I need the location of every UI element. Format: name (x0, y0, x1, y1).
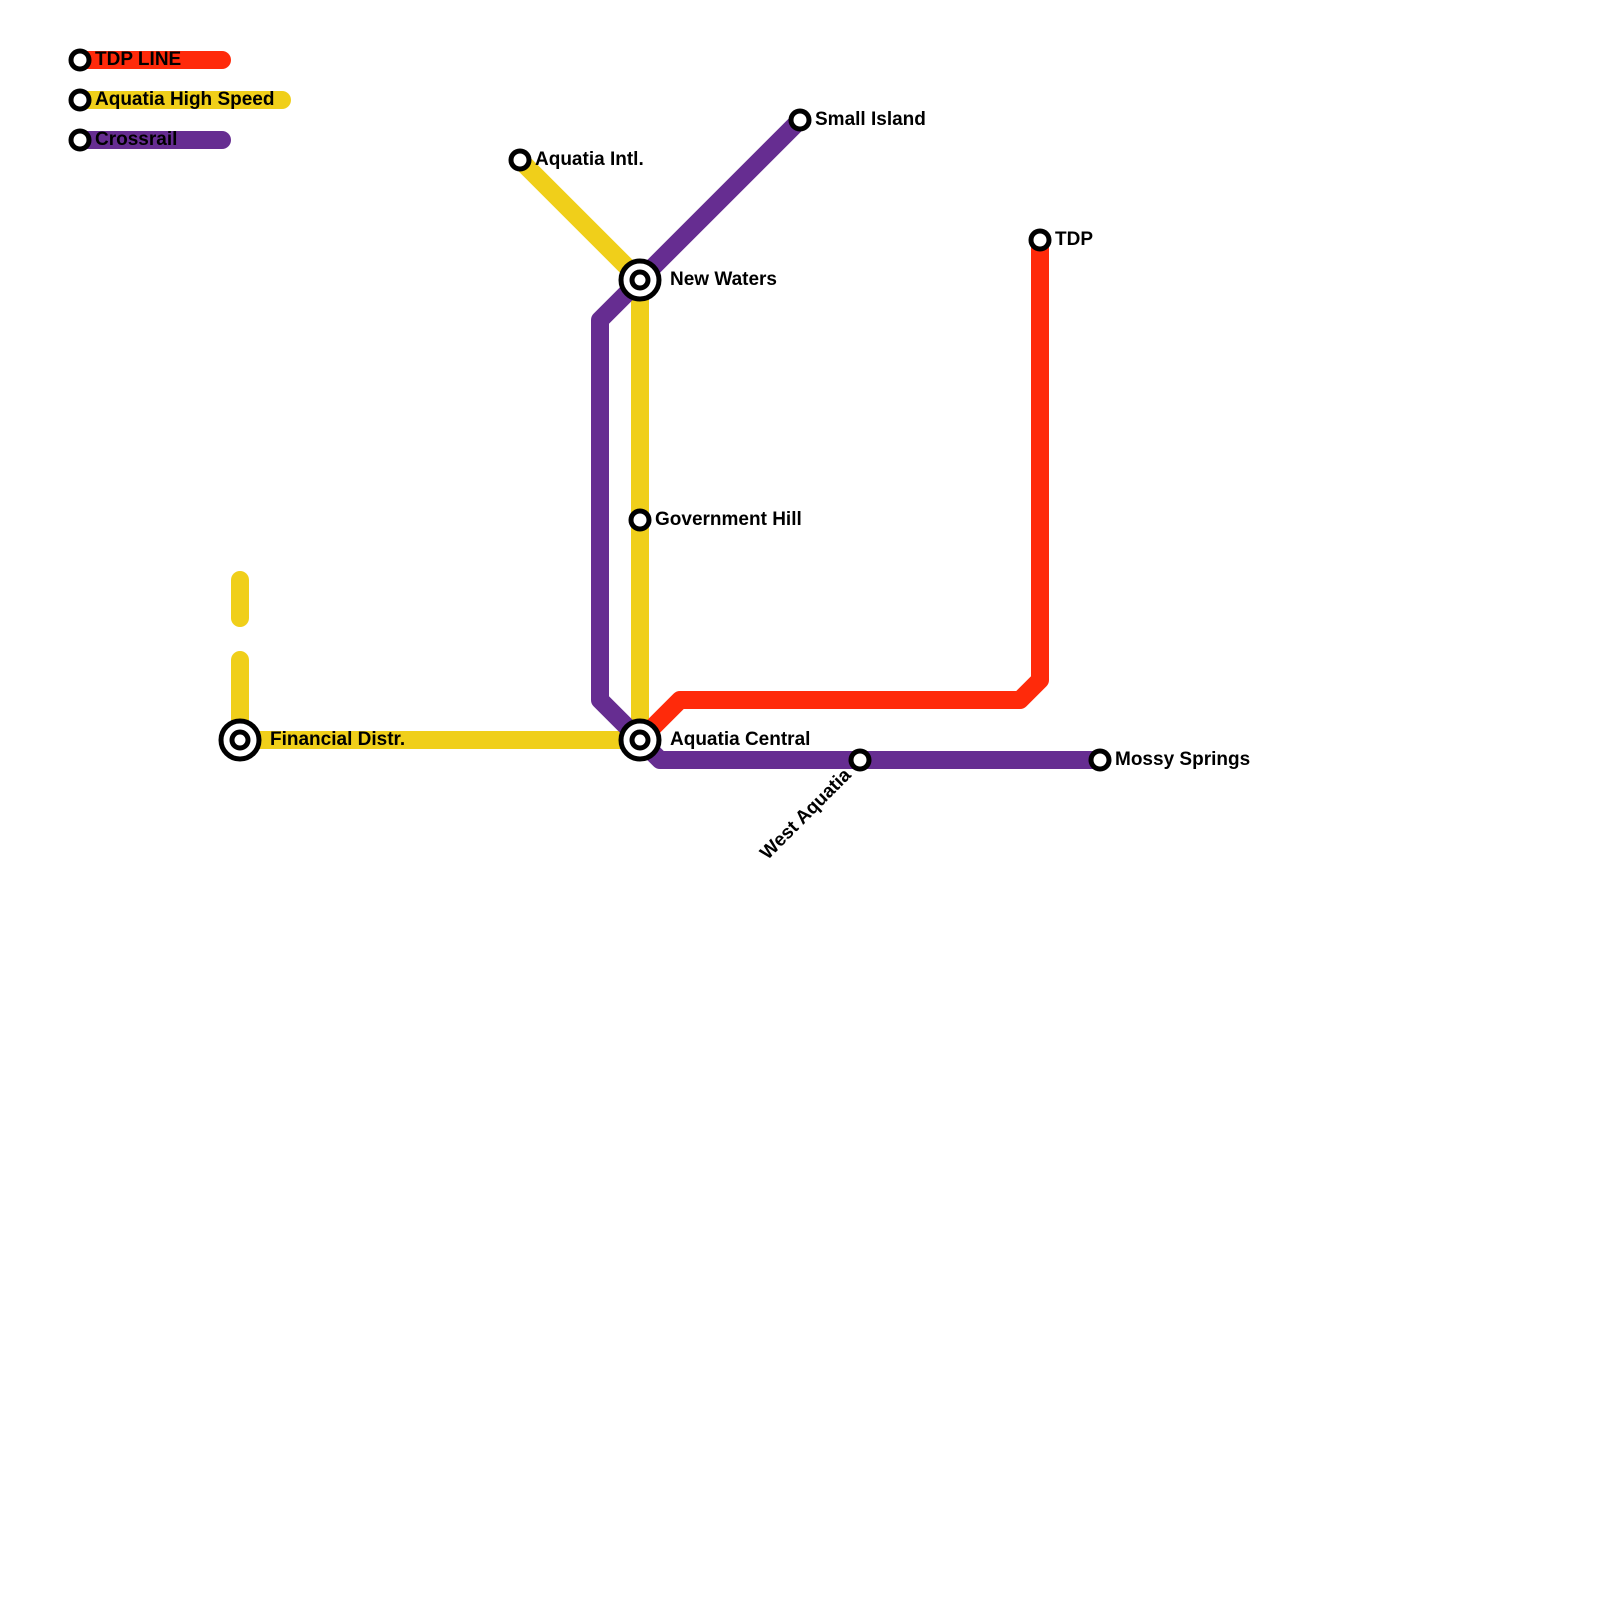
route-segment-financial-to-central (231, 651, 649, 749)
interchange-core-icon (229, 729, 251, 751)
station-financial-distr[interactable]: Financial Distr. (218, 718, 405, 762)
station-small-island[interactable]: Small Island (788, 108, 926, 132)
line-crossrail (591, 111, 1109, 769)
line-aquatia-high-speed (231, 151, 649, 749)
station-marker-icon (848, 748, 872, 772)
station-aquatia-intl[interactable]: Aquatia Intl. (508, 148, 644, 172)
line-tdp (636, 231, 1049, 744)
station-label-aquatia-central: Aquatia Central (670, 729, 810, 750)
legend-label-tdp-line: TDP LINE (95, 49, 181, 70)
legend-station-icon-aquatia-high-speed (68, 88, 92, 112)
station-marker-icon (508, 148, 532, 172)
station-marker-icon (628, 508, 652, 532)
route-segment-crossrail (591, 111, 1109, 769)
station-aquatia-central[interactable]: Aquatia Central (618, 718, 810, 762)
legend-station-icon-tdp-line (68, 48, 92, 72)
station-mossy-springs[interactable]: Mossy Springs (1088, 748, 1250, 772)
station-government-hill[interactable]: Government Hill (628, 508, 802, 532)
station-label-financial-distr: Financial Distr. (270, 729, 405, 750)
legend: TDP LINE Aquatia High Speed Crossrail (68, 48, 291, 152)
station-label-west-aquatia: West Aquatia (756, 764, 856, 864)
station-label-new-waters: New Waters (670, 269, 777, 290)
legend-label-crossrail: Crossrail (95, 129, 177, 150)
station-label-mossy-springs: Mossy Springs (1115, 749, 1250, 770)
station-label-tdp: TDP (1055, 229, 1093, 250)
legend-label-aquatia-high-speed: Aquatia High Speed (95, 89, 274, 110)
station-marker-icon (1028, 228, 1052, 252)
interchange-core-icon (629, 729, 651, 751)
station-new-waters[interactable]: New Waters (618, 258, 777, 302)
station-label-aquatia-intl: Aquatia Intl. (535, 149, 644, 170)
station-label-small-island: Small Island (815, 109, 926, 130)
stations: New Waters Aquatia Central Financial Dis… (218, 108, 1250, 864)
station-marker-icon (1088, 748, 1112, 772)
station-marker-icon (788, 108, 812, 132)
route-segment-tdp (636, 231, 1049, 744)
route-segment-intl-to-central (511, 151, 649, 749)
legend-station-icon-crossrail (68, 128, 92, 152)
station-tdp[interactable]: TDP (1028, 228, 1093, 252)
station-label-government-hill: Government Hill (655, 509, 802, 530)
interchange-core-icon (629, 269, 651, 291)
